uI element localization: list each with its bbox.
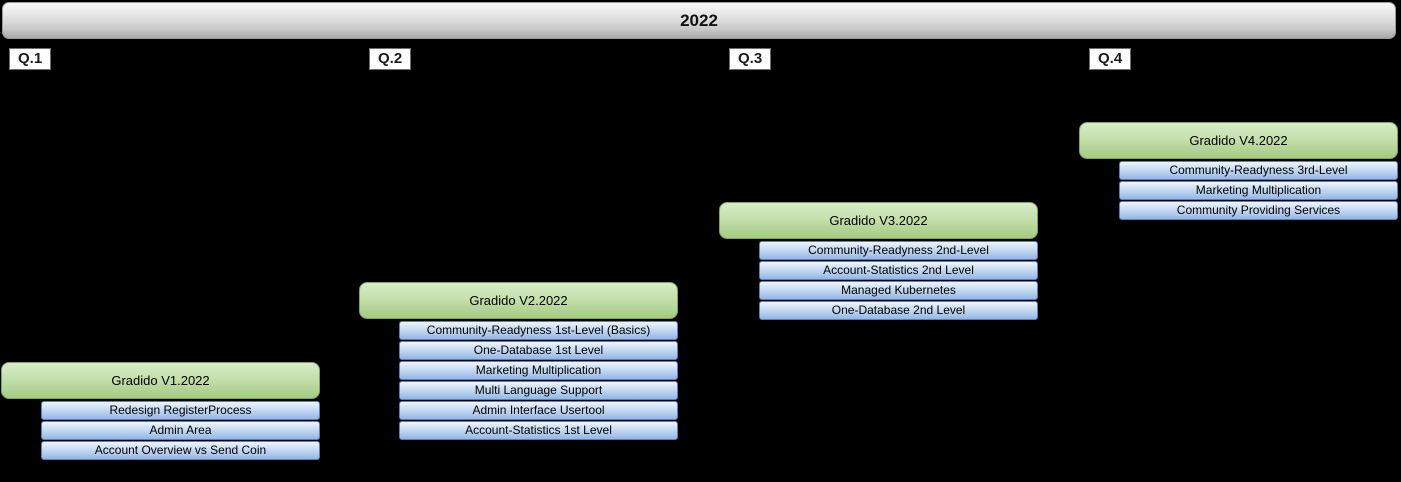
milestone-item: One-Database 1st Level: [399, 341, 678, 360]
milestone-stack-q1: Redesign RegisterProcess Admin Area Acco…: [41, 401, 320, 461]
release-header-v2-2022: Gradido V2.2022: [359, 282, 678, 319]
year-header-bar: 2022: [2, 2, 1396, 39]
quarter-label-q4: Q.4: [1089, 48, 1132, 70]
milestone-stack-q3: Community-Readyness 2nd-Level Account-St…: [759, 241, 1038, 321]
quarter-label-q1: Q.1: [9, 48, 52, 70]
milestone-item: Account Overview vs Send Coin: [41, 441, 320, 460]
milestone-item: Marketing Multiplication: [1119, 181, 1398, 200]
quarter-label-q3: Q.3: [729, 48, 772, 70]
milestone-stack-q2: Community-Readyness 1st-Level (Basics) O…: [399, 321, 678, 441]
milestone-item: One-Database 2nd Level: [759, 301, 1038, 320]
milestone-stack-q4: Community-Readyness 3rd-Level Marketing …: [1119, 161, 1398, 221]
release-header-v1-2022: Gradido V1.2022: [1, 362, 320, 399]
milestone-item: Marketing Multiplication: [399, 361, 678, 380]
milestone-item: Account-Statistics 1st Level: [399, 421, 678, 440]
year-title: 2022: [680, 11, 718, 30]
milestone-item: Multi Language Support: [399, 381, 678, 400]
milestone-item: Admin Area: [41, 421, 320, 440]
milestone-item: Account-Statistics 2nd Level: [759, 261, 1038, 280]
quarter-label-q2: Q.2: [369, 48, 412, 70]
milestone-item: Community-Readyness 1st-Level (Basics): [399, 321, 678, 340]
release-header-v4-2022: Gradido V4.2022: [1079, 122, 1398, 159]
milestone-item: Community Providing Services: [1119, 201, 1398, 220]
milestone-item: Community-Readyness 2nd-Level: [759, 241, 1038, 260]
milestone-item: Community-Readyness 3rd-Level: [1119, 161, 1398, 180]
milestone-item: Admin Interface Usertool: [399, 401, 678, 420]
milestone-item: Redesign RegisterProcess: [41, 401, 320, 420]
milestone-item: Managed Kubernetes: [759, 281, 1038, 300]
release-header-v3-2022: Gradido V3.2022: [719, 202, 1038, 239]
